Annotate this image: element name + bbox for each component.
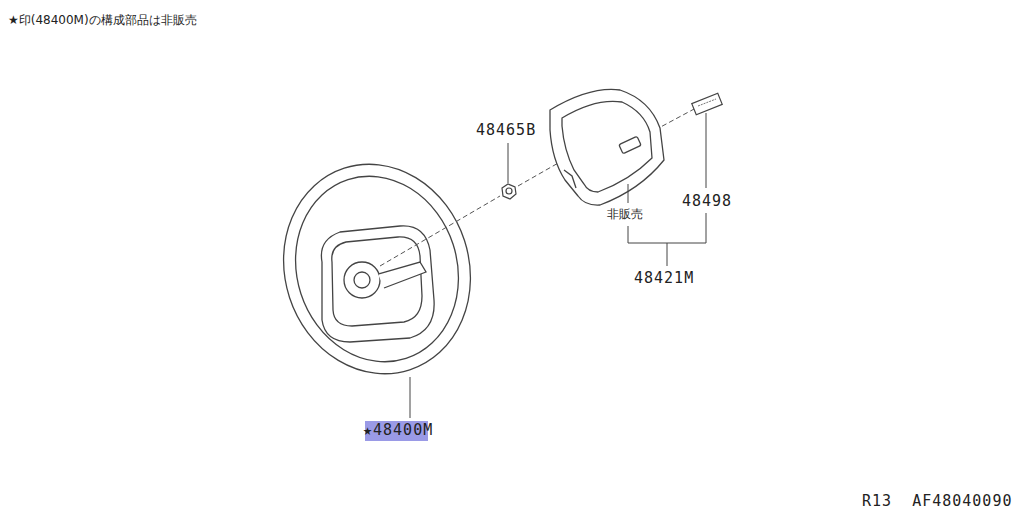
assembly-line [380,196,500,266]
steering-wheel [257,140,498,398]
horn-pad-emblem-seat [619,136,641,154]
wheel-boss-center [354,272,370,288]
wheel-rim-outer [257,140,498,398]
note: ★印(48400M)の構成部品は非販売 [8,12,197,29]
wheel-boss [344,262,380,298]
leader-line [508,143,509,183]
note: 非販売 [607,206,643,223]
leader-line [706,213,707,243]
wheel-rim-inner [272,155,482,383]
emblem [692,93,722,115]
horn-pad-tab [564,170,576,188]
leader-lines [410,113,706,418]
leader-line [628,184,629,203]
horn-pad-outline [550,89,664,205]
wheel-hub-inner [332,237,422,326]
leader-line [667,243,668,266]
leader-line [706,113,707,188]
wheel-spoke [378,262,426,288]
horn-pad-face [562,101,652,192]
callout-number: ★48400M [363,422,433,439]
callout-number: 48498 [682,193,732,210]
assembly-line [518,162,560,186]
callout-number: 48465B [476,122,536,139]
callout-number: 48421M [634,270,694,287]
nut [502,184,516,199]
nut-shape [502,184,516,199]
nut-hole [506,188,512,194]
emblem-shape [692,93,722,115]
diagram-code: R13 AF48040090 [862,493,1012,510]
emblem-text-mark [698,99,716,106]
wheel-hub-frame [321,226,434,342]
bracket-line [628,226,706,243]
assembly-line [655,108,696,130]
leader-line [410,377,411,418]
horn-pad [550,89,664,205]
